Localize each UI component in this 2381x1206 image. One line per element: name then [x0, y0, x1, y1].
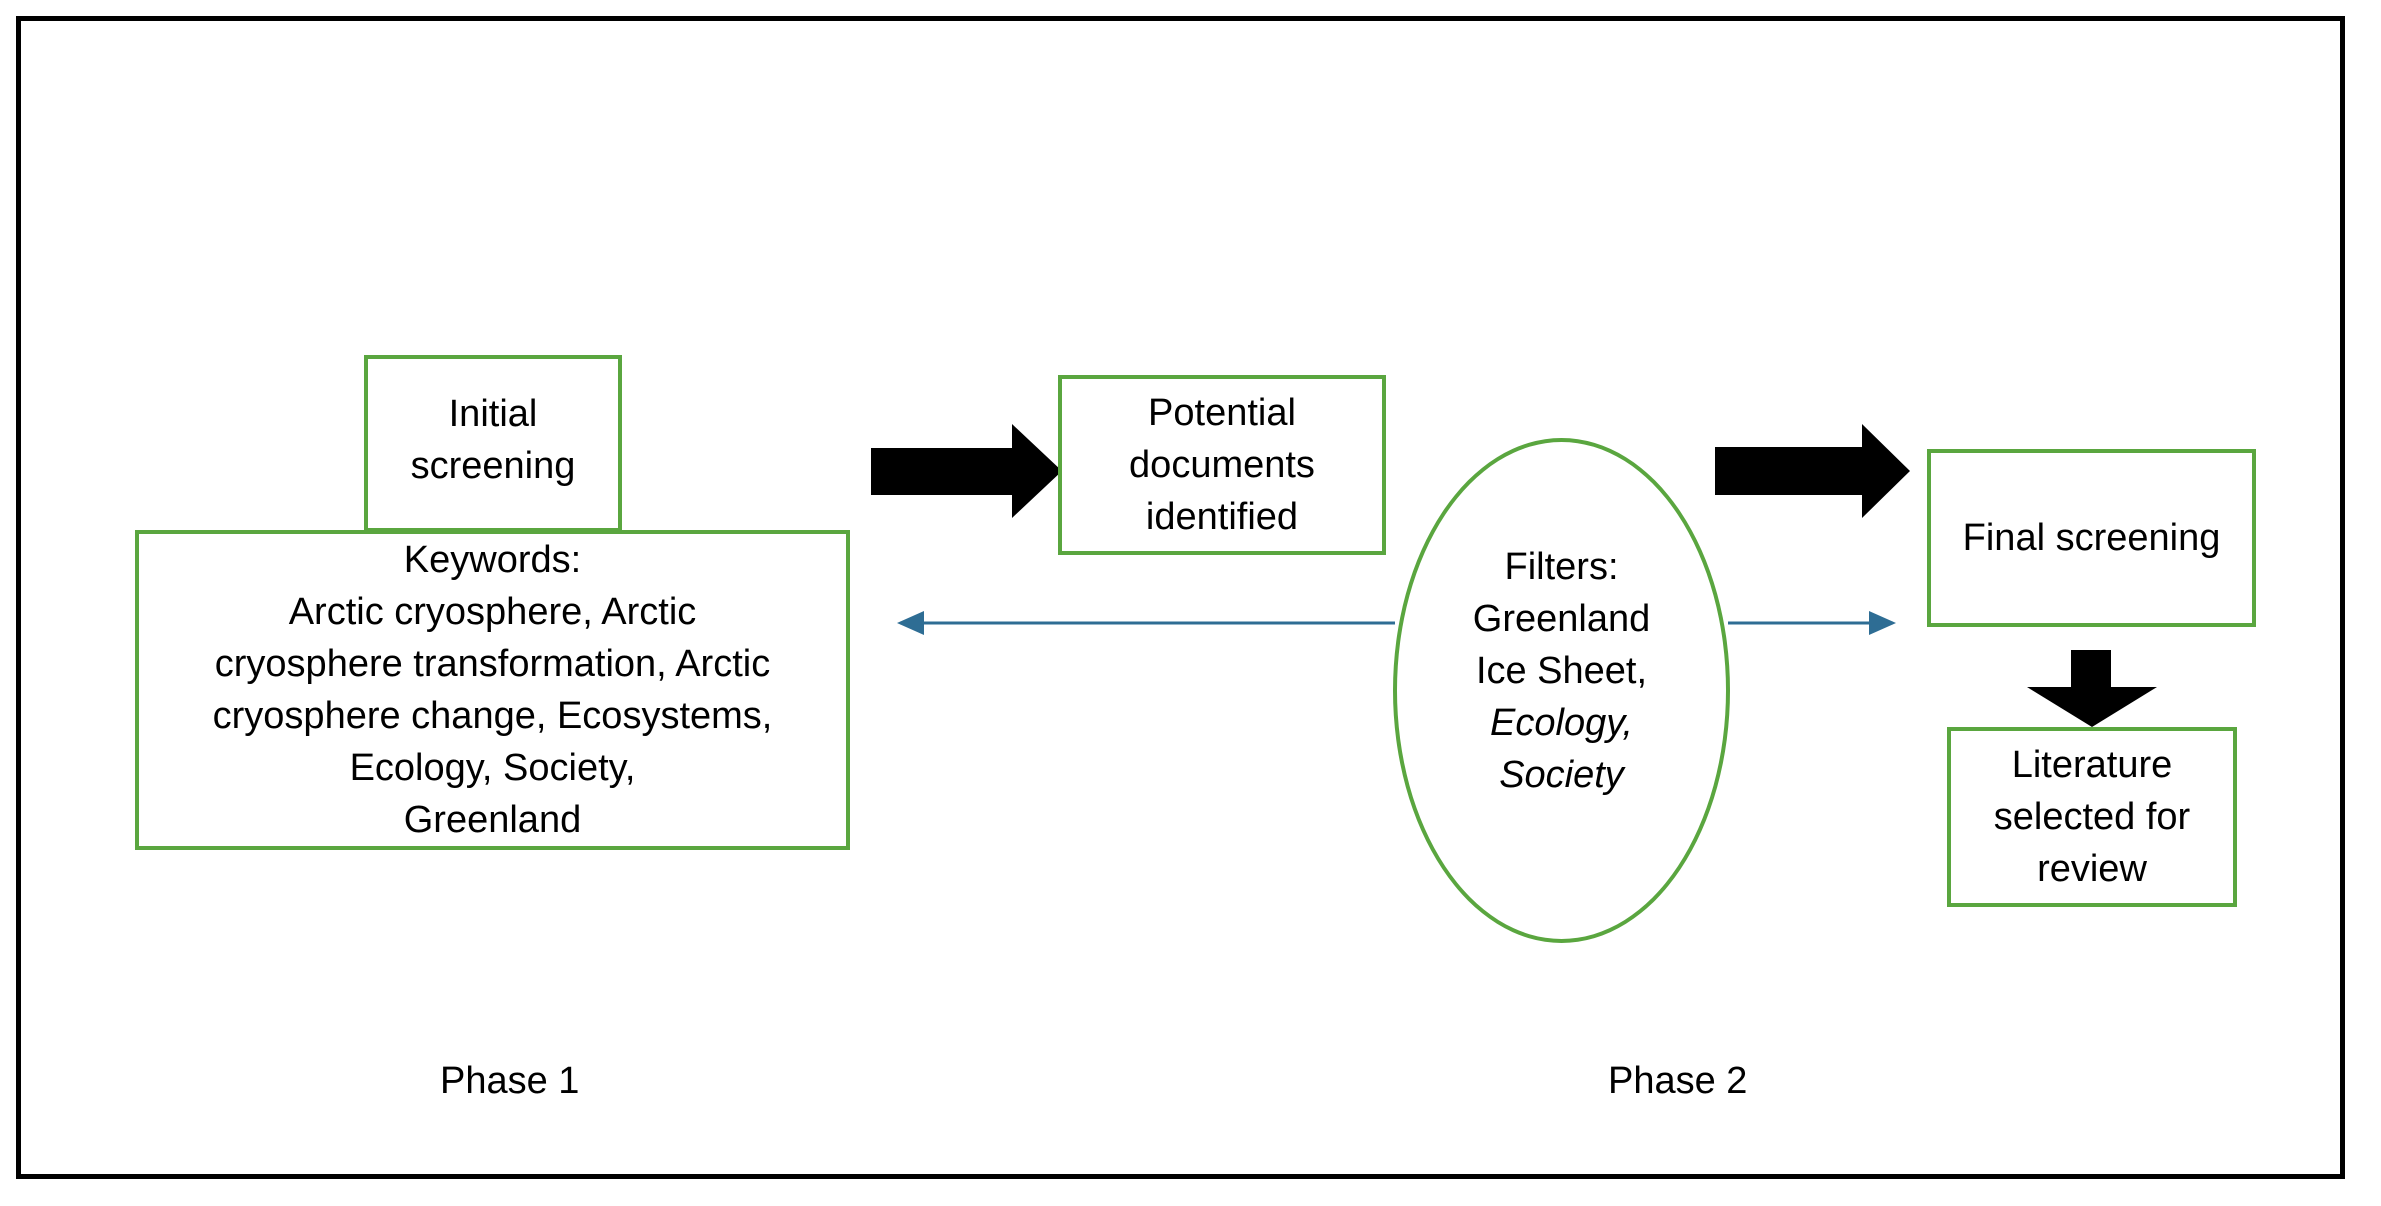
block-arrow-down: [2027, 650, 2157, 727]
block-arrow-phase2: [1715, 424, 1910, 518]
filters-line-italic: Society: [1499, 753, 1624, 796]
filters-line: Ice Sheet,: [1475, 649, 1648, 692]
literature-selected-line: review: [2037, 848, 2147, 890]
initial-screening-line: screening: [410, 444, 576, 487]
literature-selected-box: Literature selected for review: [1947, 727, 2237, 907]
potential-documents-line: Potential: [1148, 392, 1296, 434]
keywords-line: Greenland: [403, 799, 582, 841]
potential-documents-box: Potential documents identified: [1058, 375, 1386, 555]
initial-screening-box: Initial screening: [364, 355, 622, 532]
initial-screening-line: Initial: [448, 392, 538, 435]
literature-selected-line: Literature: [2011, 744, 2173, 786]
final-screening-label: Final screening: [1962, 517, 2221, 559]
phase-1-label: Phase 1: [440, 1060, 580, 1102]
filters-ellipse: Filters: Greenland Ice Sheet, Ecology, S…: [1393, 438, 1730, 943]
potential-documents-line: documents: [1129, 444, 1315, 486]
filters-label: Filters:: [1504, 545, 1619, 588]
keywords-box: Keywords: Arctic cryosphere, Arctic cryo…: [135, 530, 850, 850]
phase-2-label: Phase 2: [1608, 1060, 1748, 1102]
keywords-line: cryosphere change, Ecosystems,: [212, 695, 773, 737]
potential-documents-line: identified: [1145, 496, 1299, 538]
keywords-line: cryosphere transformation, Arctic: [214, 643, 771, 685]
diagram-frame: [16, 16, 2345, 1179]
block-arrow-phase1: [871, 424, 1062, 518]
filters-line: Greenland: [1472, 597, 1651, 640]
keywords-line: Ecology, Society,: [349, 747, 636, 789]
keywords-line: Keywords:: [403, 539, 582, 581]
final-screening-box: Final screening: [1927, 449, 2256, 627]
literature-selected-line: selected for: [1993, 796, 2191, 838]
keywords-line: Arctic cryosphere, Arctic: [288, 591, 697, 633]
filters-line-italic: Ecology,: [1490, 701, 1633, 744]
